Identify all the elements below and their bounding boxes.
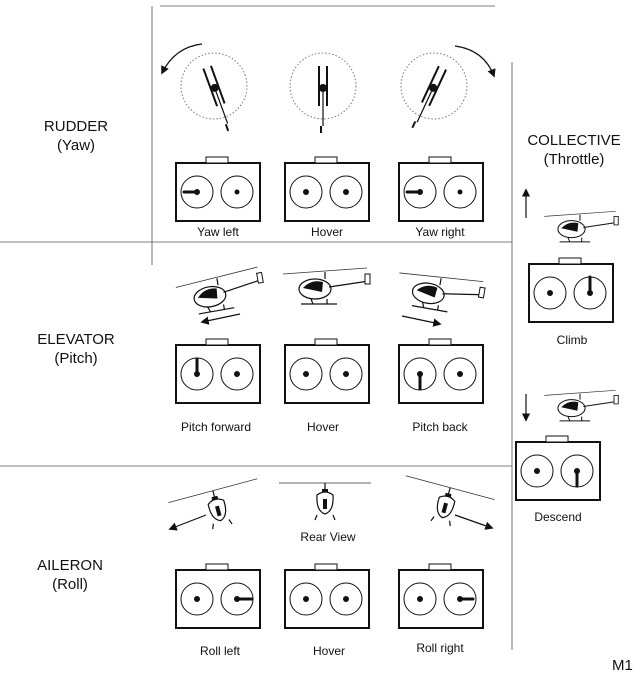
grid-lines: [0, 5, 513, 650]
transmitter: [398, 338, 484, 404]
side-view-helicopter-icon: [282, 267, 371, 305]
transmitter: [284, 563, 370, 629]
row-label-collective: COLLECTIVE (Throttle): [527, 132, 620, 168]
row-label-aileron: AILERON (Roll): [37, 557, 103, 593]
svg-text:(Yaw): (Yaw): [57, 137, 95, 154]
side-view-helicopter-icon: [393, 266, 487, 319]
svg-text:Pitch forward: Pitch forward: [181, 420, 251, 434]
svg-text:Descend: Descend: [534, 510, 581, 524]
pitch-back-panel: Pitch back: [393, 266, 487, 434]
arrow-right-icon: [454, 514, 494, 530]
rotate-cw-arrow-icon: [454, 45, 496, 78]
svg-text:AILERON: AILERON: [37, 557, 103, 574]
svg-text:(Throttle): (Throttle): [544, 151, 605, 168]
side-view-helicopter-icon: [543, 210, 619, 243]
transmitter: [528, 257, 614, 323]
pitch-hover-panel: Hover: [282, 267, 371, 434]
svg-text:Hover: Hover: [307, 420, 339, 434]
svg-text:Hover: Hover: [311, 225, 343, 239]
rear-view-helicopter-icon: [167, 478, 268, 539]
transmitter: [284, 338, 370, 404]
pitch-forward-panel: Pitch forward: [174, 265, 268, 434]
svg-text:Pitch back: Pitch back: [412, 420, 468, 434]
transmitter: [175, 156, 261, 222]
top-view-helicopter-icon: [289, 52, 357, 134]
roll-left-panel: Roll left: [167, 478, 268, 658]
climb-panel: Climb: [521, 188, 619, 347]
rotate-ccw-arrow-icon: [161, 43, 203, 75]
transmitter: [284, 156, 370, 222]
svg-text:Rear View: Rear View: [300, 530, 355, 544]
svg-text:(Roll): (Roll): [52, 576, 88, 593]
rear-view-helicopter-icon: [278, 482, 372, 521]
yaw-right-panel: Yaw right: [383, 41, 496, 239]
transmitter: [175, 338, 261, 404]
descend-panel: Descend: [515, 389, 619, 524]
row-label-rudder: RUDDER (Yaw): [44, 118, 108, 154]
top-view-helicopter-icon: [170, 42, 263, 143]
svg-text:Roll left: Roll left: [200, 644, 241, 658]
svg-text:COLLECTIVE: COLLECTIVE: [527, 132, 620, 149]
arrow-left-icon: [168, 514, 207, 531]
roll-hover-panel: Rear View Hover: [278, 482, 372, 658]
svg-text:Roll right: Roll right: [416, 641, 464, 655]
side-view-helicopter-icon: [174, 265, 268, 318]
transmitter: [515, 435, 601, 501]
svg-text:Hover: Hover: [313, 644, 345, 658]
row-label-elevator: ELEVATOR (Pitch): [37, 331, 115, 367]
transmitter: [398, 563, 484, 629]
arrow-right-icon: [401, 315, 442, 327]
svg-text:Climb: Climb: [557, 333, 588, 347]
rear-view-helicopter-icon: [395, 475, 496, 536]
svg-text:Yaw right: Yaw right: [415, 225, 465, 239]
top-view-helicopter-icon: [383, 41, 479, 144]
transmitter: [175, 563, 261, 629]
page-label: M1: [612, 657, 633, 674]
svg-text:RUDDER: RUDDER: [44, 118, 108, 135]
svg-text:(Pitch): (Pitch): [54, 350, 97, 367]
side-view-helicopter-icon: [543, 389, 619, 422]
arrow-left-icon: [200, 313, 241, 325]
svg-text:Yaw left: Yaw left: [197, 225, 239, 239]
transmitter: [398, 156, 484, 222]
yaw-hover-panel: Hover: [284, 52, 370, 239]
svg-text:ELEVATOR: ELEVATOR: [37, 331, 115, 348]
yaw-left-panel: Yaw left: [161, 42, 263, 239]
roll-right-panel: Roll right: [395, 475, 496, 655]
